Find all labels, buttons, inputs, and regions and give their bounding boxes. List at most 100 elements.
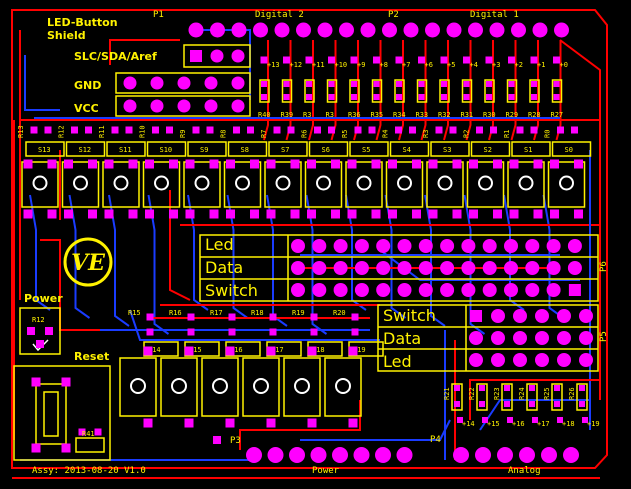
switch-body-outline — [385, 161, 424, 208]
switch-button-icon — [335, 378, 351, 394]
pad-square — [78, 428, 86, 436]
switch-label-box — [25, 141, 65, 157]
pad-square — [328, 126, 335, 134]
switch-label: S1 — [524, 146, 532, 154]
pad-square — [47, 159, 57, 169]
power-block-outline — [19, 307, 61, 355]
resistor-side-label: R9 — [179, 130, 187, 138]
pad-square — [206, 126, 214, 134]
trace — [353, 40, 359, 141]
analog-resistor-label: R21 — [443, 387, 451, 400]
slc-sda-aref-label: SLC/SDA/Aref — [74, 50, 157, 63]
digital-pin-label: +7 — [402, 61, 410, 69]
pad-square — [260, 56, 268, 64]
pad-square — [530, 56, 538, 64]
pad — [546, 283, 561, 297]
digital-pin-label: +13 — [267, 61, 280, 69]
pad-square — [469, 209, 478, 219]
trace — [285, 40, 292, 141]
digital-pin-label: +1 — [537, 61, 545, 69]
silkscreen-layer: +13R40+12R39+11R3+10R3+9R36+8R35+7R34+6R… — [13, 44, 600, 461]
pad — [253, 22, 268, 38]
analog-resistor-outline — [551, 383, 563, 411]
pad-square — [88, 209, 97, 219]
analog-resistor-label: R26 — [568, 387, 576, 400]
pad-square — [348, 418, 358, 428]
pad — [123, 99, 137, 113]
pad-square — [373, 81, 380, 87]
pad — [461, 261, 476, 275]
pad — [440, 261, 455, 275]
p5-data-label: Data — [383, 329, 421, 348]
pad-square — [128, 209, 138, 219]
switch-body-outline — [61, 161, 100, 208]
pad — [513, 331, 527, 345]
digital-pin-label: +6 — [425, 61, 433, 69]
pad-square — [554, 401, 560, 407]
resistor-top-label: R33 — [416, 111, 429, 119]
switch-button-icon — [212, 378, 228, 394]
pad-square — [31, 377, 41, 387]
analog-resistor-label: R25 — [543, 387, 551, 400]
trace — [29, 194, 51, 311]
pad-square — [508, 94, 515, 100]
pad — [567, 239, 582, 253]
pad-square — [261, 81, 267, 87]
pad — [296, 22, 311, 38]
pad — [204, 99, 218, 113]
resistor-side-label: R7 — [260, 130, 268, 138]
pad-square — [64, 209, 73, 219]
pad-square — [61, 377, 71, 387]
analog-pin-label: +15 — [487, 420, 500, 428]
resistor-outline — [529, 79, 540, 103]
lower-switch-body-outline — [283, 357, 321, 417]
pad-square — [371, 209, 381, 219]
switch-label: S13 — [38, 146, 51, 154]
pad-square — [247, 126, 254, 134]
trace — [263, 40, 269, 141]
pad-square — [273, 126, 281, 134]
resistor-side-label: R4 — [382, 130, 390, 138]
pad — [541, 447, 557, 463]
digital-pin-label: +11 — [312, 61, 325, 69]
resistor-top-label: R3 — [326, 111, 334, 119]
pad-square — [449, 126, 457, 134]
pad — [210, 22, 225, 38]
pad-square — [568, 284, 581, 296]
connector-p4-label: P4 — [430, 435, 441, 445]
pad-square — [145, 159, 154, 169]
pad-square — [574, 209, 583, 219]
trace — [465, 40, 472, 141]
pad — [317, 22, 333, 38]
analog-pin-label: +19 — [587, 420, 600, 428]
pad-square — [310, 328, 318, 336]
resistor-outline — [506, 79, 518, 103]
resistor-outline — [484, 79, 495, 103]
pad — [418, 261, 433, 275]
pad-square — [452, 159, 462, 169]
pad — [461, 239, 476, 253]
pad — [535, 353, 549, 367]
pad-square — [331, 209, 340, 219]
pad-square — [463, 56, 470, 64]
pad-square — [44, 126, 52, 134]
pad — [291, 261, 305, 275]
resistor-outline — [349, 79, 360, 103]
pad — [525, 283, 540, 297]
switch-button-icon — [130, 378, 146, 394]
resistor-top-label: R34 — [393, 111, 406, 119]
pad-square — [441, 94, 447, 100]
traces-layer — [13, 29, 601, 461]
pad — [557, 331, 571, 345]
lower-switch-label: S19 — [353, 346, 366, 354]
pad-square — [184, 418, 194, 428]
lower-switch-body-outline — [119, 357, 157, 417]
pad-square — [146, 328, 154, 336]
pad — [557, 309, 571, 323]
pad-square — [395, 126, 402, 134]
reset-label: Reset — [74, 350, 109, 363]
pad-square — [351, 94, 357, 100]
resistor-top-label: R36 — [348, 111, 361, 119]
trace — [379, 249, 580, 281]
connector-digital1-label: Digital 1 — [470, 10, 519, 20]
